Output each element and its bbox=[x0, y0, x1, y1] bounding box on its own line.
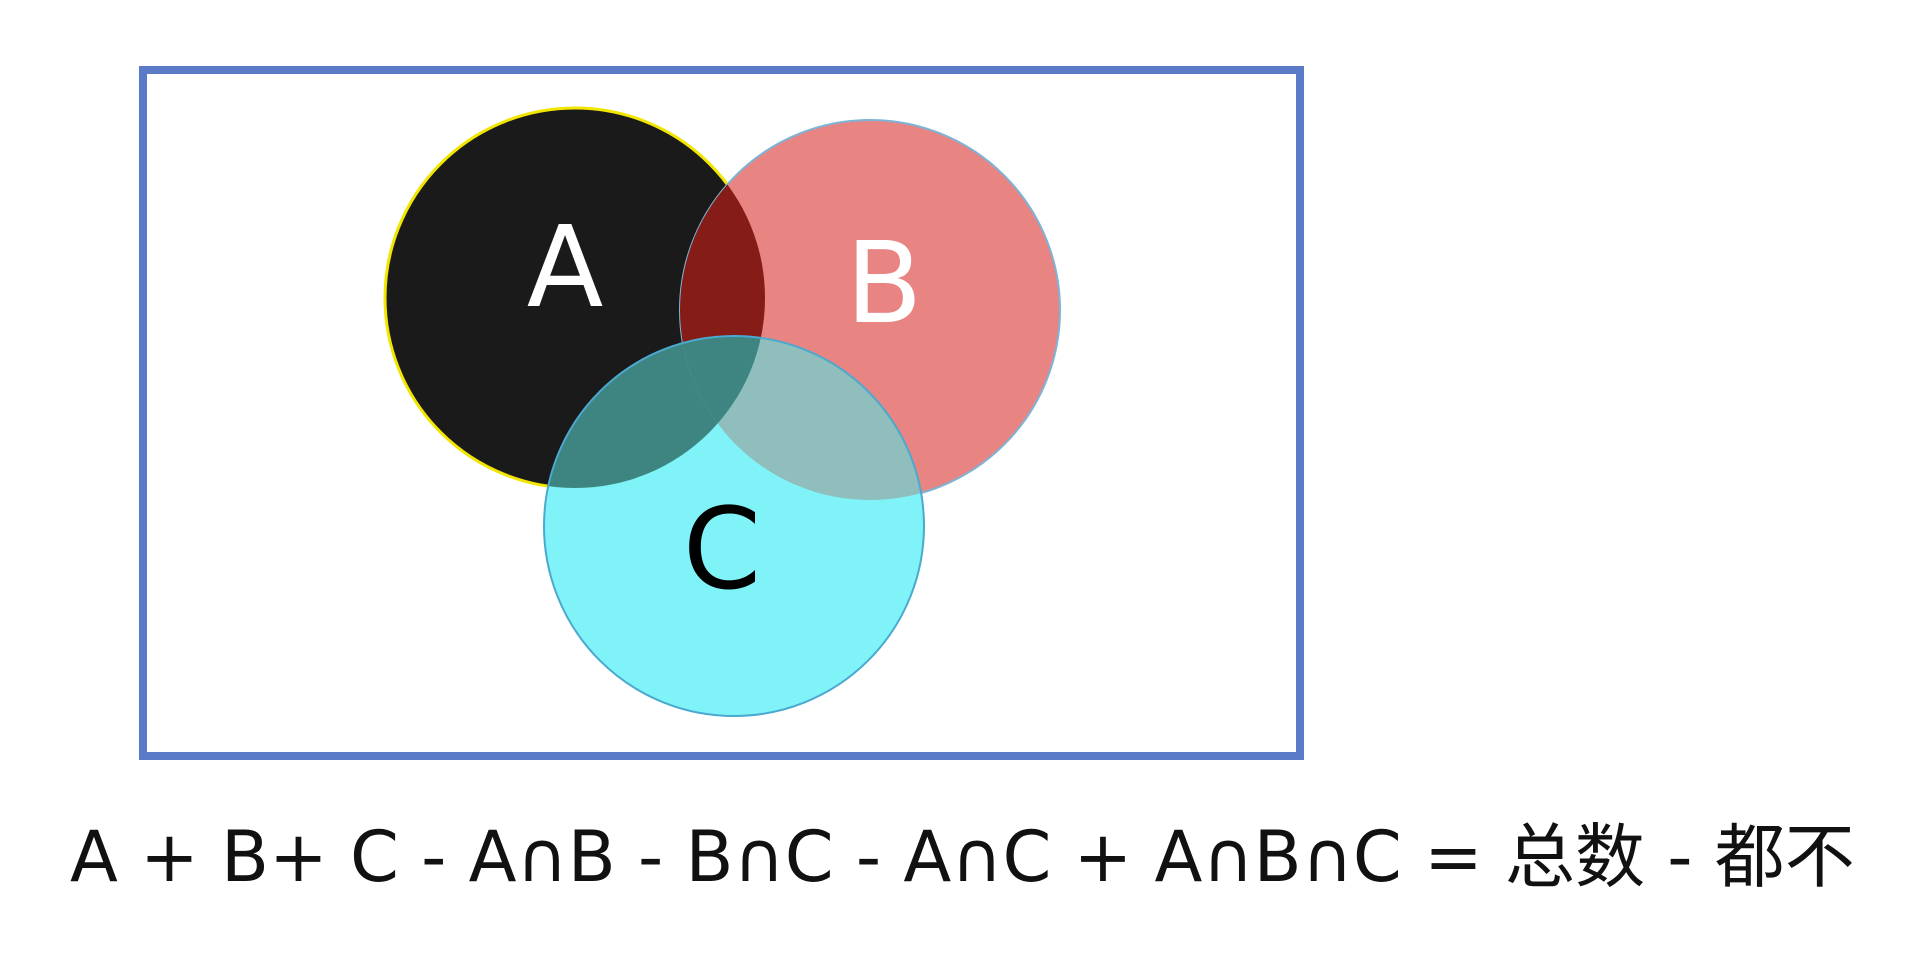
set-c-label: C bbox=[683, 485, 761, 615]
a-c-overlap bbox=[544, 336, 765, 488]
b-c-overlap bbox=[680, 336, 924, 500]
set-c-outline bbox=[543, 335, 925, 717]
set-b-label: B bbox=[846, 219, 923, 349]
inclusion-exclusion-formula: A + B+ C - A∩B - B∩C - A∩C + A∩B∩C = 总数 … bbox=[70, 816, 1855, 898]
set-a-label: A bbox=[527, 203, 604, 333]
